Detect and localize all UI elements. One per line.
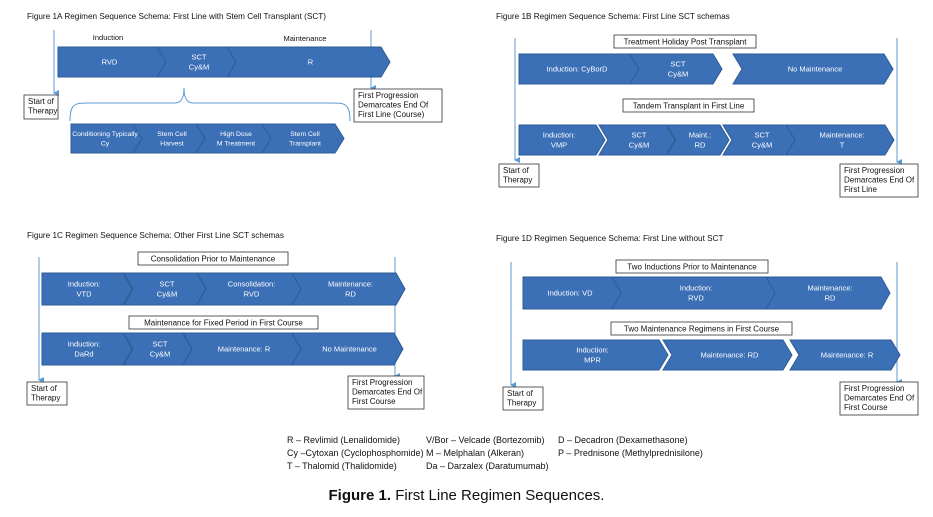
chevron-label: Maint.:RD [689, 131, 712, 150]
legend-col-1: R – Revlimid (Lenalidomide) Cy –Cytoxan … [287, 435, 424, 471]
end-marker-box [353, 88, 443, 123]
chevron-arrow [41, 332, 133, 366]
chevron-label: Consolidation:RVD [228, 280, 276, 299]
chevron-arrow [518, 124, 606, 156]
chevron-label: Induction:VTD [68, 280, 101, 299]
figure-title: Figure 1C Regimen Sequence Schema: Other… [27, 231, 284, 240]
start-of-therapy-box [26, 381, 68, 406]
legend-item: M – Melphalan (Alkeran) [426, 448, 525, 458]
figure-caption: Figure 1. First Line Regimen Sequences. [0, 487, 933, 504]
chevron-arrow [522, 339, 669, 371]
chevron-label: RVD [102, 58, 118, 67]
label-box [610, 321, 793, 336]
label-box-text: Maintenance for Fixed Period in First Co… [144, 318, 303, 327]
figure-title: Figure 1A Regimen Sequence Schema: First… [27, 12, 326, 21]
end-marker-box [347, 375, 425, 410]
legend-item: Da – Darzalex (Daratumumab) [426, 461, 549, 471]
chevron-arrow [70, 123, 146, 154]
bracket-line [69, 87, 351, 122]
chevron-arrow [261, 123, 345, 154]
label-box-text: Tandem Transplant in First Line [633, 101, 745, 110]
label-box-text: Treatment Holiday Post Transplant [624, 37, 748, 46]
legend-item: P – Prednisone (Methylprednisilone) [558, 448, 703, 458]
chevron-arrow [41, 272, 133, 306]
chevron-label: Induction: CyBorD [547, 65, 608, 74]
chevron-label: Induction:DaRd [68, 340, 101, 359]
chevron-arrow [666, 124, 730, 156]
label-box-text: Two Maintenance Regimens in First Course [624, 324, 780, 333]
chevron-label: R [308, 58, 314, 67]
phase-label: Maintenance [284, 34, 327, 43]
start-of-therapy-box [502, 386, 544, 411]
chevron-arrow [132, 123, 208, 154]
chevron-label: Maintenance:RD [807, 284, 852, 303]
label-box-text: Two Inductions Prior to Maintenance [627, 262, 757, 271]
chevron-label: Induction:RVD [680, 284, 713, 303]
legend-col-3: D – Decadron (Dexamethasone) P – Prednis… [558, 435, 703, 458]
chevron-label: No Maintenance [322, 345, 377, 354]
chevron-arrow [662, 339, 793, 371]
label-box [137, 251, 289, 266]
chevron-label: Maintenance:RD [328, 280, 373, 299]
legend-item: Cy –Cytoxan (Cyclophosphomide) [287, 448, 424, 458]
chevron-arrow [629, 53, 723, 85]
chevron-arrow [789, 339, 901, 371]
caption-text: First Line Regimen Sequences. [391, 487, 605, 504]
chevron-arrow [291, 332, 404, 366]
label-box [128, 315, 319, 330]
label-box [613, 34, 757, 49]
legend-col-2: V/Bor – Velcade (Bortezomib) M – Melphal… [426, 435, 549, 471]
chevron-label: No Maintenance [788, 65, 843, 74]
end-marker-box [839, 163, 919, 198]
start-of-therapy-box [498, 163, 540, 188]
chevron-arrow [732, 53, 894, 85]
chevron-arrow [765, 276, 891, 310]
end-marker-box [839, 381, 919, 416]
start-of-therapy-box [23, 94, 59, 120]
figure-title: Figure 1D Regimen Sequence Schema: First… [496, 234, 724, 243]
label-box [622, 98, 755, 113]
chevron-label: Maintenance: RD [701, 351, 760, 360]
legend-item: D – Decadron (Dexamethasone) [558, 435, 688, 445]
chevron-label: Induction:MPR [576, 346, 609, 365]
phase-label: Induction [93, 33, 123, 42]
chevron-label: Induction: VD [547, 289, 593, 298]
legend-item: V/Bor – Velcade (Bortezomib) [426, 435, 545, 445]
label-box [615, 259, 769, 274]
label-box-text: Consolidation Prior to Maintenance [151, 254, 276, 263]
chevron-label: Maintenance: R [821, 351, 874, 360]
chevron-arrow [598, 124, 676, 156]
chevron-label: Maintenance: R [218, 345, 271, 354]
chevron-arrow [291, 272, 406, 306]
caption-label: Figure 1. [328, 487, 392, 504]
chevron-label: Maintenance:T [819, 131, 864, 150]
legend-item: R – Revlimid (Lenalidomide) [287, 435, 401, 445]
chevron-arrow [226, 46, 391, 78]
legend-item: T – Thalomid (Thalidomide) [287, 461, 397, 471]
chevron-label: Induction:VMP [543, 131, 576, 150]
figure-title: Figure 1B Regimen Sequence Schema: First… [496, 12, 730, 21]
chevron-arrow [785, 124, 895, 156]
chevron-arrow [195, 123, 273, 154]
